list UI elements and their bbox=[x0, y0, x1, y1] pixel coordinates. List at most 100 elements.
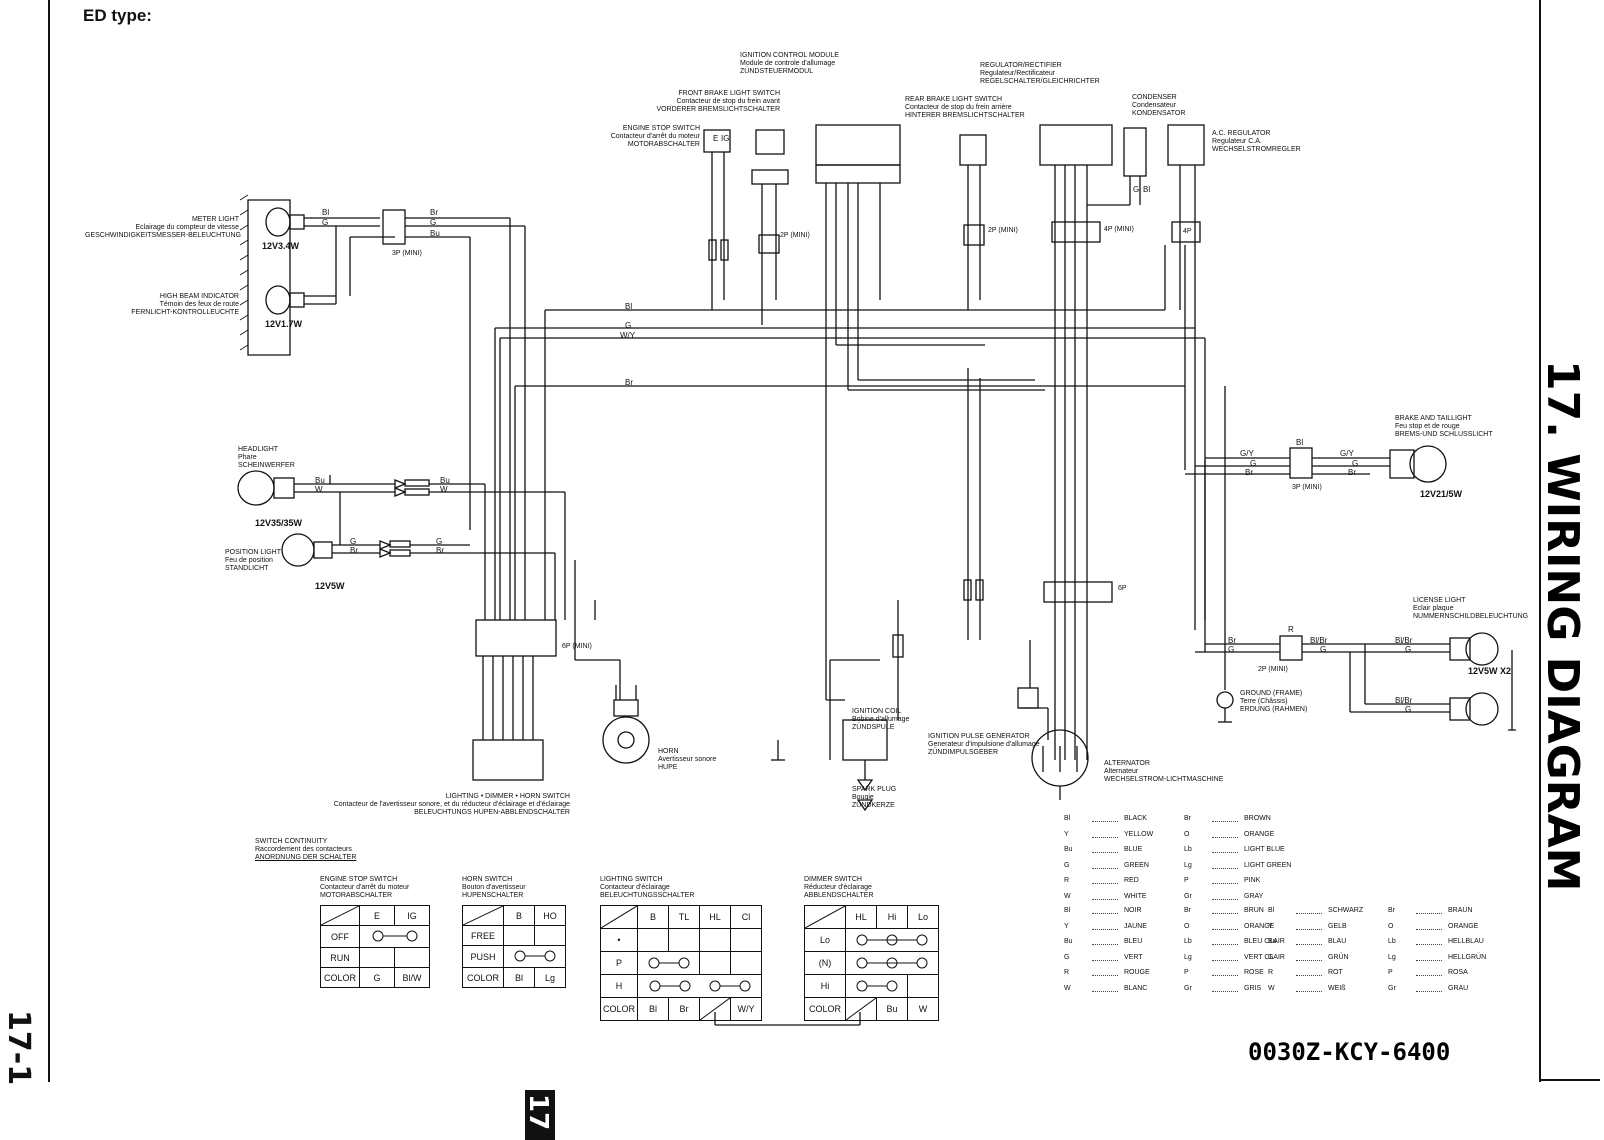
legend-abbr: G bbox=[1064, 861, 1070, 869]
wire-tag-g-lic3: G bbox=[1405, 645, 1412, 654]
legend-name: ROSA bbox=[1448, 969, 1468, 976]
legend-name: GRAY bbox=[1244, 892, 1264, 900]
wire-tag-g-lic2: G bbox=[1320, 645, 1327, 654]
wire-tag-g-lic4: G bbox=[1405, 705, 1412, 714]
legend-abbr: Bu bbox=[1064, 938, 1073, 945]
legend-abbr: Br bbox=[1184, 815, 1191, 822]
wire-tag-blbr-lic3: Bl/Br bbox=[1395, 696, 1413, 705]
legend-abbr: R bbox=[1064, 877, 1070, 884]
legend-leader bbox=[1296, 985, 1322, 992]
legend-abbr: G bbox=[1268, 953, 1274, 961]
wire-tag-g-pos: G bbox=[350, 537, 357, 546]
legend-leader bbox=[1092, 831, 1118, 838]
legend-name: ROSE bbox=[1244, 969, 1264, 976]
meter-light-rating: 12V3.4W bbox=[262, 241, 300, 251]
wire-tag-g-lic: G bbox=[1228, 645, 1235, 654]
ignition-control-module bbox=[815, 124, 901, 166]
legend-leader bbox=[1212, 846, 1238, 853]
wire-tag-g-tail: G bbox=[1250, 459, 1257, 468]
legend-name: VERT CLAIR bbox=[1244, 953, 1285, 961]
legend-leader bbox=[1416, 985, 1442, 992]
rear-brake-switch-box bbox=[959, 134, 987, 166]
legend-leader bbox=[1092, 954, 1118, 961]
legend-name: LIGHT BLUE bbox=[1244, 846, 1285, 853]
legend-name: GRÜN bbox=[1328, 953, 1349, 961]
wire-tag-br-meter: Br bbox=[430, 208, 438, 217]
legend-abbr: W bbox=[1064, 892, 1071, 900]
legend-name: HELLBLAU bbox=[1448, 938, 1484, 945]
legend-abbr: Gr bbox=[1388, 984, 1396, 992]
legend-name: ORANGE bbox=[1244, 922, 1275, 930]
legend-name: YELLOW bbox=[1124, 830, 1154, 838]
legend-abbr: Br bbox=[1388, 907, 1395, 914]
legend-abbr: Lb bbox=[1184, 846, 1192, 853]
legend-name: JAUNE bbox=[1124, 922, 1147, 930]
connector-6p-mini bbox=[475, 619, 557, 657]
wire-tag-gy-tail: G/Y bbox=[1240, 449, 1254, 458]
legend-abbr: Lg bbox=[1184, 861, 1192, 869]
wire-tag-bu-meter: Bu bbox=[430, 229, 440, 238]
legend-leader bbox=[1212, 938, 1238, 945]
legend-abbr: W bbox=[1268, 984, 1275, 992]
wire-tag-g-pos2: G bbox=[436, 537, 443, 546]
conn-2p-mini-label: 2P (MINI) bbox=[780, 232, 810, 239]
meter-housing bbox=[247, 199, 291, 356]
legend-abbr: Bl bbox=[1268, 907, 1275, 914]
legend-leader bbox=[1212, 985, 1238, 992]
ground-label: GROUND (FRAME)Terre (Châssis)ERDUNG (RAH… bbox=[1240, 690, 1308, 713]
conn-6p-mini-label: 6P (MINI) bbox=[562, 643, 592, 650]
front-brake-switch-box bbox=[755, 129, 785, 155]
high-beam-bulb bbox=[265, 285, 291, 315]
legend-leader bbox=[1092, 893, 1118, 900]
wire-tag-bl-bus: Bl bbox=[625, 302, 633, 311]
legend-name: RED bbox=[1124, 877, 1139, 884]
legend-abbr: P bbox=[1184, 877, 1189, 884]
legend-leader bbox=[1092, 846, 1118, 853]
engine-stop-ig: IG bbox=[721, 134, 730, 143]
legend-abbr: Bl bbox=[1064, 907, 1071, 914]
legend-leader bbox=[1092, 938, 1118, 945]
legend-name: BRAUN bbox=[1448, 907, 1473, 914]
conn-6p-label: 6P bbox=[1118, 585, 1127, 592]
headlight-bulb bbox=[237, 470, 275, 506]
legend-abbr: Lb bbox=[1184, 938, 1192, 945]
legend-name: BLUE bbox=[1124, 846, 1143, 853]
legend-abbr: Bl bbox=[1064, 815, 1071, 822]
connector-3p-mini-top bbox=[382, 209, 406, 245]
license-light-bulb-2 bbox=[1465, 692, 1499, 726]
wire-tag-blbr-lic: Bl/Br bbox=[1310, 636, 1328, 645]
legend-abbr: Y bbox=[1064, 922, 1069, 930]
engine-stop-e: E bbox=[713, 134, 719, 143]
legend-name: PINK bbox=[1244, 877, 1261, 884]
regulator-rectifier bbox=[1039, 124, 1113, 166]
legend-abbr: W bbox=[1064, 984, 1071, 992]
side-title: 17. WIRING DIAGRAM bbox=[1537, 360, 1588, 892]
legend-leader bbox=[1296, 938, 1322, 945]
wire-tag-g-bus: G bbox=[625, 321, 632, 330]
wire-tag-g-meter2: G bbox=[430, 218, 437, 227]
legend-leader bbox=[1092, 862, 1118, 869]
legend-abbr: O bbox=[1388, 922, 1394, 930]
legend-leader bbox=[1212, 923, 1238, 930]
conn-3p-mini-right-label: 3P (MINI) bbox=[1292, 484, 1322, 491]
legend-abbr: Gr bbox=[1184, 892, 1192, 900]
legend-name: ROUGE bbox=[1124, 969, 1150, 976]
legend-abbr: Y bbox=[1268, 922, 1273, 930]
legend-name: WEIß bbox=[1328, 984, 1346, 992]
